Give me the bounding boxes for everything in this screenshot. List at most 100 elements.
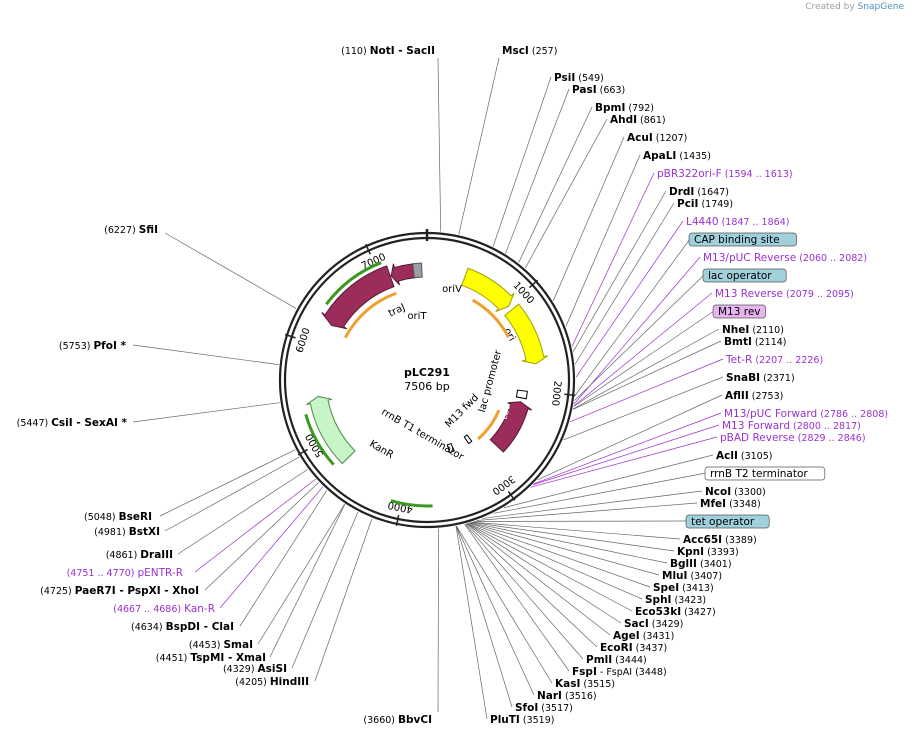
site-name: pENTR-R xyxy=(137,567,183,579)
right-label-kpni[interactable]: KpnI (3393) xyxy=(677,546,739,558)
leader-line xyxy=(476,502,698,521)
right-label-m13-forward[interactable]: M13 Forward (2800 .. 2817) xyxy=(722,420,861,432)
left-label-smai[interactable]: (4453) SmaI xyxy=(189,639,253,651)
right-label-sphi[interactable]: SphI (3423) xyxy=(645,594,706,606)
right-label-saci[interactable]: SacI (3429) xyxy=(624,618,683,630)
right-label-ahdi[interactable]: AhdI (861) xyxy=(610,114,666,126)
right-label-drdi[interactable]: DrdI (1647) xyxy=(669,186,729,198)
site-position: (2079 .. 2095) xyxy=(783,289,854,300)
site-name: L4440 xyxy=(686,216,719,228)
right-label-aflii[interactable]: AflII (2753) xyxy=(725,390,783,402)
site-label: SphI (3423) xyxy=(645,594,706,606)
right-label-bglii[interactable]: BglII (3401) xyxy=(670,558,732,570)
site-label: AclI (3105) xyxy=(716,450,772,462)
left-label-bbvci[interactable]: (3660) BbvCI xyxy=(363,714,432,726)
leader-line xyxy=(530,436,718,488)
right-label-pcii[interactable]: PciI (1749) xyxy=(677,198,733,210)
right-label-acli[interactable]: AclI (3105) xyxy=(716,450,772,462)
leader-line xyxy=(573,310,715,407)
left-label-draiii[interactable]: (4861) DraIII xyxy=(106,549,173,561)
right-label-mfei[interactable]: MfeI (3348) xyxy=(700,498,761,510)
site-name: BseRI xyxy=(119,511,152,523)
right-label-pmli[interactable]: PmlI (3444) xyxy=(586,654,647,666)
leader-line xyxy=(132,344,279,365)
right-label-rrnb-t2-terminator[interactable]: rrnB T2 terminator xyxy=(704,466,826,481)
left-label-kan-r[interactable]: (4667 .. 4686) Kan-R xyxy=(113,603,215,615)
right-label-pbr322ori-f[interactable]: pBR322ori-F (1594 .. 1613) xyxy=(657,168,793,180)
left-label-pentr-r[interactable]: (4751 .. 4770) pENTR-R xyxy=(67,567,183,579)
site-position: (1749) xyxy=(698,199,733,210)
site-name: M13/pUC Reverse xyxy=(703,252,796,264)
feature-trfa[interactable]: trfA xyxy=(321,265,395,350)
left-label-bseri[interactable]: (5048) BseRI xyxy=(84,511,152,523)
left-label-csii[interactable]: (5447) CsiI - SexAI * xyxy=(17,417,128,429)
right-label-bpmi[interactable]: BpmI (792) xyxy=(595,102,654,114)
right-label-m13-reverse[interactable]: M13 Reverse (2079 .. 2095) xyxy=(715,288,854,300)
leader-line xyxy=(269,504,346,658)
right-label-bmti[interactable]: BmtI (2114) xyxy=(724,336,786,348)
leader-line xyxy=(493,472,707,514)
site-name: M13 Forward xyxy=(722,420,790,432)
site-label: L4440 (1847 .. 1864) xyxy=(686,216,789,228)
left-label-sfii[interactable]: (6227) SfiI xyxy=(104,224,158,236)
right-label-ecori[interactable]: EcoRI (3437) xyxy=(600,642,667,654)
left-label-tspmi[interactable]: (4451) TspMI - XmaI xyxy=(156,652,266,664)
right-label-lac-operator[interactable]: lac operator xyxy=(702,268,787,283)
right-label-nhei[interactable]: NheI (2110) xyxy=(722,324,784,336)
feature-tetr[interactable]: tetR xyxy=(489,398,533,453)
site-label: (6227) SfiI xyxy=(104,224,158,236)
right-label-cap-binding-site[interactable]: CAP binding site xyxy=(688,232,797,247)
feature-shape xyxy=(463,434,473,445)
site-position: (2753) xyxy=(749,391,784,402)
left-label-paer7i[interactable]: (4725) PaeR7I - PspXI - XhoI xyxy=(40,585,199,597)
site-position: (3515) xyxy=(580,679,615,690)
right-label-tet-operator[interactable]: tet operator xyxy=(685,514,770,529)
feature-m13-fwd[interactable]: M13 fwd xyxy=(443,392,481,445)
left-label-hindiii[interactable]: (4205) HindIII xyxy=(235,676,309,688)
site-name: BmtI xyxy=(724,336,752,348)
right-label-m13-puc-reverse[interactable]: M13/pUC Reverse (2060 .. 2082) xyxy=(703,252,867,264)
right-label-ncoi[interactable]: NcoI (3300) xyxy=(705,486,766,498)
left-label-bspdi[interactable]: (4634) BspDI - ClaI xyxy=(131,621,234,633)
orf-arc xyxy=(343,291,397,339)
right-label-agei[interactable]: AgeI (3431) xyxy=(613,630,674,642)
leader-line xyxy=(468,522,651,588)
left-label-noti[interactable]: (110) NotI - SacII xyxy=(341,45,435,57)
leader-line xyxy=(164,232,297,309)
right-label-mlui[interactable]: MluI (3407) xyxy=(662,570,722,582)
right-label-snabi[interactable]: SnaBI (2371) xyxy=(726,372,795,384)
leader-line xyxy=(573,292,713,407)
right-label-m13-puc-forward[interactable]: M13/pUC Forward (2786 .. 2808) xyxy=(724,408,888,420)
right-label-kasi[interactable]: KasI (3515) xyxy=(555,678,615,690)
right-label-acc65i[interactable]: Acc65I (3389) xyxy=(683,534,757,546)
right-label-sfoi[interactable]: SfoI (3517) xyxy=(515,702,573,714)
left-label-bstxi[interactable]: (4981) BstXI xyxy=(94,526,160,538)
right-label-l4440[interactable]: L4440 (1847 .. 1864) xyxy=(686,216,789,228)
leader-line xyxy=(466,523,633,612)
right-label-tet-r[interactable]: Tet-R (2207 .. 2226) xyxy=(725,354,823,366)
site-label: SfoI (3517) xyxy=(515,702,573,714)
right-label-fspi[interactable]: FspI - FspAI (3448) xyxy=(572,666,667,678)
left-label-pfoi[interactable]: (5753) PfoI * xyxy=(59,340,127,352)
site-position: (3660) xyxy=(363,715,398,726)
right-label-spei[interactable]: SpeI (3413) xyxy=(653,582,714,594)
right-label-pluti[interactable]: PluTI (3519) xyxy=(490,714,554,726)
right-label-m13-rev[interactable]: M13 rev xyxy=(712,304,767,319)
right-label-apali[interactable]: ApaLI (1435) xyxy=(643,150,711,162)
right-label-msci[interactable]: MscI (257) xyxy=(502,45,557,57)
site-label: (4861) DraIII xyxy=(106,549,173,561)
feature-oriv[interactable]: oriV xyxy=(442,267,515,312)
right-label-nari[interactable]: NarI (3516) xyxy=(537,690,597,702)
site-name: PfoI * xyxy=(93,340,126,352)
right-label-acui[interactable]: AcuI (1207) xyxy=(627,132,687,144)
site-name: AgeI xyxy=(613,630,640,642)
label-leader-lines xyxy=(132,57,724,720)
right-label-eco53ki[interactable]: Eco53kI (3427) xyxy=(635,606,716,618)
right-label-pasi[interactable]: PasI (663) xyxy=(572,84,625,96)
site-extra: - PspXI - XhoI xyxy=(116,585,199,597)
site-name: DraIII xyxy=(140,549,173,561)
right-label-psii[interactable]: PsiI (549) xyxy=(554,72,604,84)
feature-orit[interactable]: oriT xyxy=(407,262,427,322)
right-label-pbad-reverse[interactable]: pBAD Reverse (2829 .. 2846) xyxy=(720,432,866,444)
left-label-asisi[interactable]: (4329) AsiSI xyxy=(223,663,287,675)
